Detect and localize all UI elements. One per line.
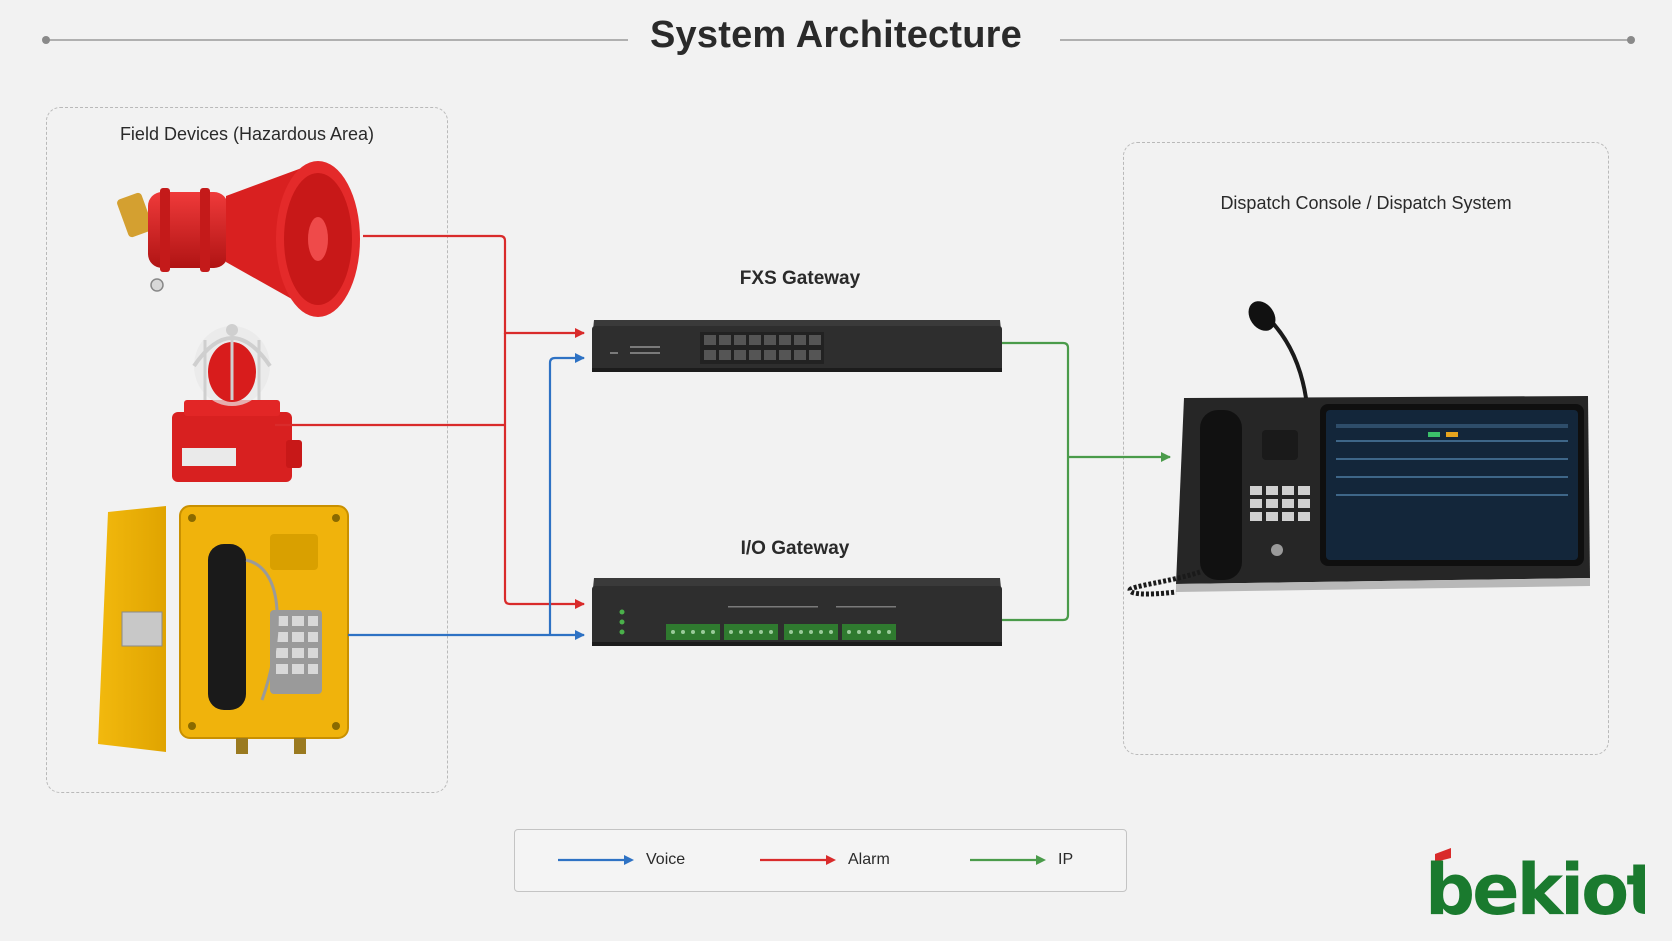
explosion-proof-telephone-icon: [98, 505, 349, 754]
legend: Voice Alarm IP: [514, 829, 1127, 892]
alarm-horn-speaker-icon: [117, 161, 360, 317]
voice-arrow-icon: [558, 855, 634, 865]
dispatch-console-icon: [1127, 301, 1590, 597]
legend-item-voice: Voice: [558, 830, 685, 890]
title-rule: [42, 36, 1635, 44]
voice-connections: [348, 353, 585, 640]
field-devices-label: Field Devices (Hazardous Area): [119, 124, 375, 144]
alarm-connections: [275, 234, 585, 609]
io-gateway-label: I/O Gateway: [740, 538, 850, 559]
bekiot-logo: bekiot: [1425, 848, 1645, 924]
legend-item-ip: IP: [970, 830, 1073, 890]
ip-arrow-icon: [970, 855, 1046, 865]
legend-label-voice: Voice: [646, 851, 686, 868]
svg-text:bekiot: bekiot: [1425, 849, 1645, 924]
field-devices-panel: Field Devices (Hazardous Area): [46, 107, 448, 793]
alarm-arrow-icon: [760, 855, 836, 865]
legend-label-ip: IP: [1058, 851, 1074, 868]
ip-connections: [1002, 341, 1171, 622]
legend-item-alarm: Alarm: [760, 830, 890, 890]
fxs-gateway-label: FXS Gateway: [739, 268, 861, 289]
legend-label-alarm: Alarm: [848, 851, 890, 868]
io-gateway-icon: [592, 578, 1002, 646]
diagram-title: System Architecture: [650, 14, 1022, 56]
dispatch-label: Dispatch Console / Dispatch System: [1220, 193, 1512, 213]
fxs-gateway-icon: [592, 320, 1002, 372]
dispatch-panel: Dispatch Console / Dispatch System: [1123, 142, 1609, 755]
warning-beacon-light-icon: [172, 324, 302, 482]
